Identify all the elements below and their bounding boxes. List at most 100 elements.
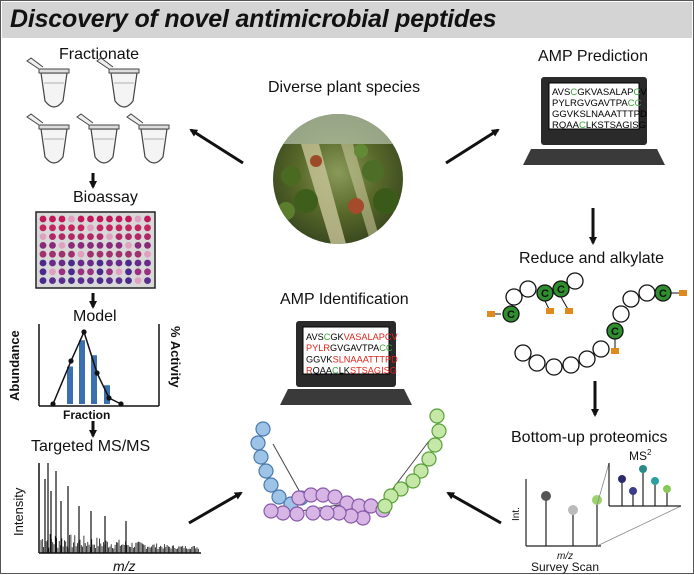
plate-well: [144, 268, 151, 276]
peptide-bead: [413, 463, 429, 479]
survey-peak-2: [568, 505, 578, 515]
plate-well: [134, 259, 142, 267]
peptide-bead: [405, 473, 421, 489]
plate-well: [96, 242, 104, 249]
cysteine-bead: C: [536, 284, 554, 302]
peptide-bead: [431, 423, 447, 439]
plate-well: [134, 250, 142, 258]
plate-well: [58, 250, 66, 258]
cysteine-bead: C: [654, 284, 672, 302]
plate-well: [77, 215, 85, 223]
plate-well: [49, 215, 56, 223]
peptide-bead: [319, 505, 335, 521]
plate-well: [87, 268, 94, 276]
plate-well: [115, 242, 123, 249]
plate-well: [115, 259, 123, 267]
plate-well: [115, 277, 123, 284]
plate-well: [125, 268, 132, 276]
targeted-msms-label: Targeted MS/MS: [31, 438, 151, 455]
plate-well: [96, 233, 104, 241]
sequence-line: PYLRGVGAVTPACC: [552, 98, 642, 109]
peptide-bead: [271, 489, 287, 505]
plate-well: [39, 277, 47, 284]
plate-well: [96, 215, 104, 223]
svg-text:C: C: [659, 288, 667, 300]
plate-well: [106, 250, 113, 258]
plate-well: [106, 259, 113, 267]
plate-well: [106, 268, 113, 276]
survey-peak-1: [541, 491, 551, 501]
residue-bead: [622, 290, 640, 308]
plate-well: [134, 242, 142, 249]
plate-well: [87, 224, 94, 232]
arrow-from-bottomup: [446, 491, 502, 525]
residue-bead: [528, 354, 546, 372]
plate-well: [49, 224, 56, 232]
cysteine-bead: C: [606, 322, 624, 340]
residue-bead: [505, 288, 523, 306]
alkyl-tag: [565, 308, 573, 314]
ms2-peak: [663, 485, 671, 493]
survey-scan-label: Survey Scan: [531, 560, 599, 574]
plate-well: [144, 233, 151, 241]
abundance-axis-label: Abundance: [7, 330, 22, 401]
plate-well: [125, 233, 132, 241]
plate-well: [125, 250, 132, 258]
sequence-line: PYLRGVGAVTPACC: [306, 343, 393, 353]
ms2-peak: [618, 475, 626, 483]
plate-well: [144, 215, 151, 223]
peptide-bead: [263, 503, 279, 519]
plate-well: [87, 233, 94, 241]
arrow-to-fractionate: [189, 128, 244, 165]
amp-identification-label: AMP Identification: [280, 291, 409, 308]
peptide-bead: [377, 498, 393, 514]
tube-3: [26, 113, 70, 164]
alkyl-tag: [487, 311, 495, 317]
ms2-peak: [651, 477, 659, 485]
residue-bead: [592, 340, 610, 358]
plate-well: [87, 242, 94, 249]
amp-prediction-label: AMP Prediction: [538, 48, 648, 65]
plate-well: [58, 233, 66, 241]
fractionate-label: Fractionate: [59, 46, 140, 63]
plate-well: [77, 268, 85, 276]
proteomics-spectra: [525, 462, 682, 547]
tube-5: [126, 113, 170, 164]
model-bar: [67, 366, 73, 404]
fractionation-tubes: [26, 57, 170, 164]
peptide-bead: [258, 463, 274, 479]
plate-well: [96, 250, 104, 258]
bioassay-label: Bioassay: [73, 189, 138, 206]
plate-well: [77, 224, 85, 232]
plate-well: [68, 277, 75, 284]
plate-well: [68, 242, 75, 249]
plate-well: [68, 268, 75, 276]
sequence-line: AVSCGKVASALAPCV: [306, 332, 398, 342]
svg-text:C: C: [557, 284, 565, 296]
intensity-axis-label: Intensity: [11, 487, 26, 536]
alkyl-tag: [546, 308, 554, 314]
plate-well: [144, 259, 151, 267]
plate-well: [96, 268, 104, 276]
plate-well: [39, 233, 47, 241]
arrow-to-prediction: [445, 128, 500, 165]
residue-bead: [514, 344, 532, 362]
plate-well: [87, 215, 94, 223]
title-banner: Discovery of novel antimicrobial peptide…: [2, 2, 692, 38]
plate-well: [39, 268, 47, 276]
ms2-peak: [629, 487, 637, 495]
activity-axis-label: % Activity: [168, 326, 183, 388]
plate-well: [58, 277, 66, 284]
tube-4: [76, 113, 120, 164]
plate-well: [125, 277, 132, 284]
ms2-peak: [639, 465, 647, 473]
model-bar: [91, 355, 97, 404]
reduce-alkylate-label: Reduce and alkylate: [519, 250, 664, 267]
plate-well: [39, 250, 47, 258]
activity-point: [50, 401, 56, 407]
plate-well: [96, 259, 104, 267]
residue-bead: [545, 358, 563, 376]
activity-point: [106, 395, 112, 401]
plate-well: [58, 268, 66, 276]
